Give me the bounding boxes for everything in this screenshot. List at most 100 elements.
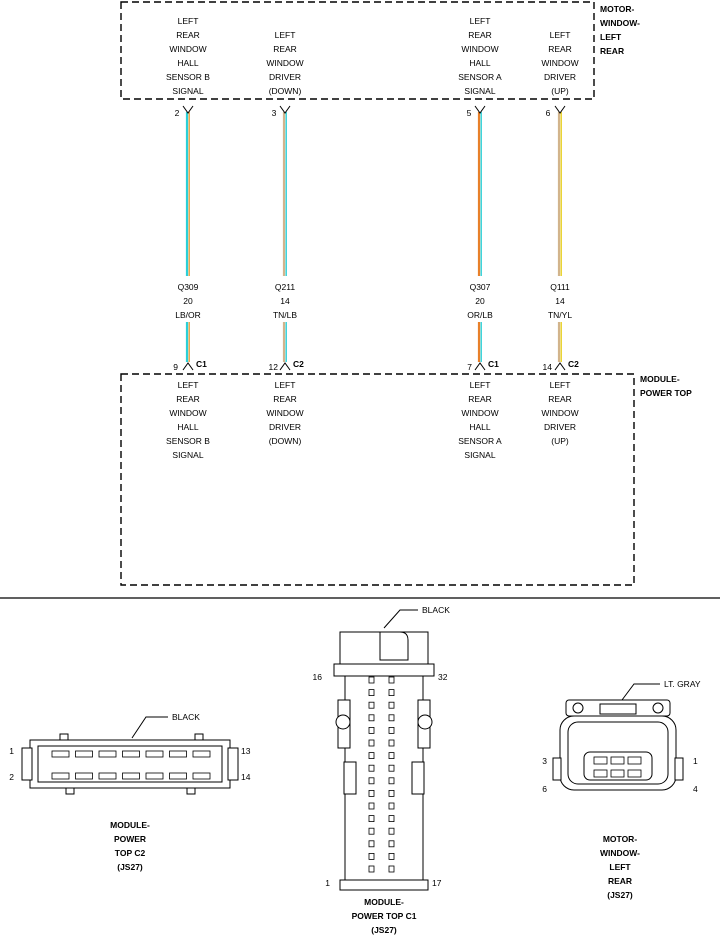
pin-desc-line: (DOWN) — [269, 86, 302, 96]
c1-cavity — [388, 689, 395, 696]
motor-conn-pin-label: 6 — [542, 784, 547, 794]
motor-conn-cavity — [593, 769, 608, 778]
motor-pin-desc-2: LEFT REAR WINDOW DRIVER (DOWN) — [266, 30, 303, 96]
motor-conn-title-line: LEFT — [609, 862, 631, 872]
c1-cavity — [368, 853, 375, 860]
pin-desc-line: LEFT — [178, 16, 199, 26]
c2-cavity — [51, 772, 70, 780]
pin-desc-line: HALL — [469, 58, 491, 68]
module-pin-desc-4: LEFT REAR WINDOW DRIVER (UP) — [541, 380, 578, 446]
motor-pin-desc-1: LEFT REAR WINDOW HALL SENSOR B SIGNAL — [166, 16, 210, 96]
c2-cavity — [145, 772, 164, 780]
module-power-top-component: MODULE- POWER TOP 9 C1 12 C2 7 C1 14 C2 … — [120, 359, 692, 586]
c1-cavity — [368, 727, 375, 734]
motor-conn-cavity — [593, 756, 608, 765]
pin-desc-line: LEFT — [275, 30, 296, 40]
motor-title-line: WINDOW- — [600, 18, 640, 28]
wire-labels: Q309 20 LB/OR Q211 14 TN/LB Q307 20 OR/L… — [175, 282, 572, 320]
motor-title-line: LEFT — [600, 32, 622, 42]
motor-conn-pin-label: 4 — [693, 784, 698, 794]
wire-gauge-label: 14 — [555, 296, 565, 306]
c2-title-line: TOP C2 — [115, 848, 146, 858]
pin-desc-line: LEFT — [470, 16, 491, 26]
motor-window-left-rear-component: MOTOR- WINDOW- LEFT REAR LEFT REAR WINDO… — [120, 1, 640, 118]
pin-terminal-symbol — [554, 105, 566, 114]
c1-pin-label: 17 — [432, 878, 442, 888]
c1-cavity — [368, 865, 375, 873]
c1-peg — [335, 714, 351, 730]
c1-cavity — [368, 752, 375, 759]
c1-foot — [339, 879, 429, 891]
motor-conn-cavity — [610, 756, 625, 765]
motor-conn-pin-label: 1 — [693, 756, 698, 766]
pin-desc-line: SENSOR B — [166, 72, 210, 82]
pin-terminal-symbol — [474, 362, 486, 371]
wire-gauge-label: 20 — [183, 296, 193, 306]
motor-conn-cavity — [627, 769, 642, 778]
pin-terminal-symbol — [474, 105, 486, 114]
motor-pin-number: 5 — [467, 108, 472, 118]
c2-cavity — [98, 772, 117, 780]
wire-circuit-label: Q307 — [470, 282, 491, 292]
pin-desc-line: LEFT — [550, 30, 571, 40]
c1-side-rail — [411, 761, 425, 795]
pin-terminal-symbol — [279, 105, 291, 114]
c2-cavity — [122, 750, 140, 758]
motor-conn-cavity — [610, 769, 625, 778]
wire-color-label: OR/LB — [467, 310, 493, 320]
module-connector-id: C2 — [568, 359, 579, 369]
motor-title-line: MOTOR- — [600, 4, 634, 14]
motor-conn-title-line: (JS27) — [607, 890, 633, 900]
c1-peg — [417, 714, 433, 730]
c1-cavity-grid — [368, 676, 395, 873]
wire-circuit-label: Q111 — [550, 282, 570, 292]
c1-flange — [333, 663, 435, 677]
c1-cavity — [368, 739, 375, 747]
c2-pin-label: 14 — [241, 772, 251, 782]
c2-cavity — [169, 772, 187, 780]
c2-tab — [194, 733, 204, 741]
module-pin-desc-1: LEFT REAR WINDOW HALL SENSOR B SIGNAL — [166, 380, 210, 460]
pin-desc-line: LEFT — [275, 380, 296, 390]
c1-cavity — [388, 815, 395, 822]
c2-cavity — [192, 772, 211, 780]
c2-pin-label: 13 — [241, 746, 251, 756]
c1-cavity — [388, 676, 395, 684]
wire-circuit-label: Q309 — [178, 282, 199, 292]
c1-pin-label: 16 — [313, 672, 323, 682]
c1-lock-tab — [379, 631, 409, 661]
module-title-line: POWER TOP — [640, 388, 692, 398]
pin-desc-line: REAR — [548, 394, 572, 404]
pin-desc-line: (UP) — [551, 86, 569, 96]
c1-cavity — [388, 739, 395, 747]
module-pin-desc-3: LEFT REAR WINDOW HALL SENSOR A SIGNAL — [458, 380, 502, 460]
motor-conn-title-line: WINDOW- — [600, 848, 640, 858]
c1-cavity — [388, 840, 395, 848]
wire-color-label: TN/LB — [273, 310, 297, 320]
pin-desc-line: SIGNAL — [464, 450, 495, 460]
motor-pin-desc-3: LEFT REAR WINDOW HALL SENSOR A SIGNAL — [458, 16, 502, 96]
module-connector-id: C1 — [488, 359, 499, 369]
c2-cavity — [75, 750, 93, 758]
pin-desc-line: REAR — [468, 30, 492, 40]
pin-desc-line: SENSOR A — [458, 72, 502, 82]
c1-cavity — [388, 764, 395, 772]
motor-conn-peg — [652, 702, 664, 714]
c2-color-label: BLACK — [172, 712, 200, 722]
pin-desc-line: REAR — [468, 394, 492, 404]
pin-desc-line: HALL — [177, 58, 199, 68]
pin-desc-line: LEFT — [470, 380, 491, 390]
c2-cavity-grid — [51, 750, 211, 780]
c2-title-line: POWER — [114, 834, 146, 844]
pin-desc-line: WINDOW — [541, 408, 578, 418]
c2-cavity — [169, 750, 187, 758]
c1-cavity — [388, 802, 395, 810]
c1-cavity — [388, 752, 395, 759]
motor-pin-number: 2 — [175, 108, 180, 118]
motor-conn-pin-label: 3 — [542, 756, 547, 766]
c1-side-rail — [343, 761, 357, 795]
motor-conn-color-leader — [621, 683, 660, 701]
pin-desc-line: REAR — [273, 394, 297, 404]
connector-view-c1: BLACK 16 32 1 17 MODULE- POWER TOP C1 (J… — [313, 605, 451, 935]
c1-cavity — [368, 802, 375, 810]
